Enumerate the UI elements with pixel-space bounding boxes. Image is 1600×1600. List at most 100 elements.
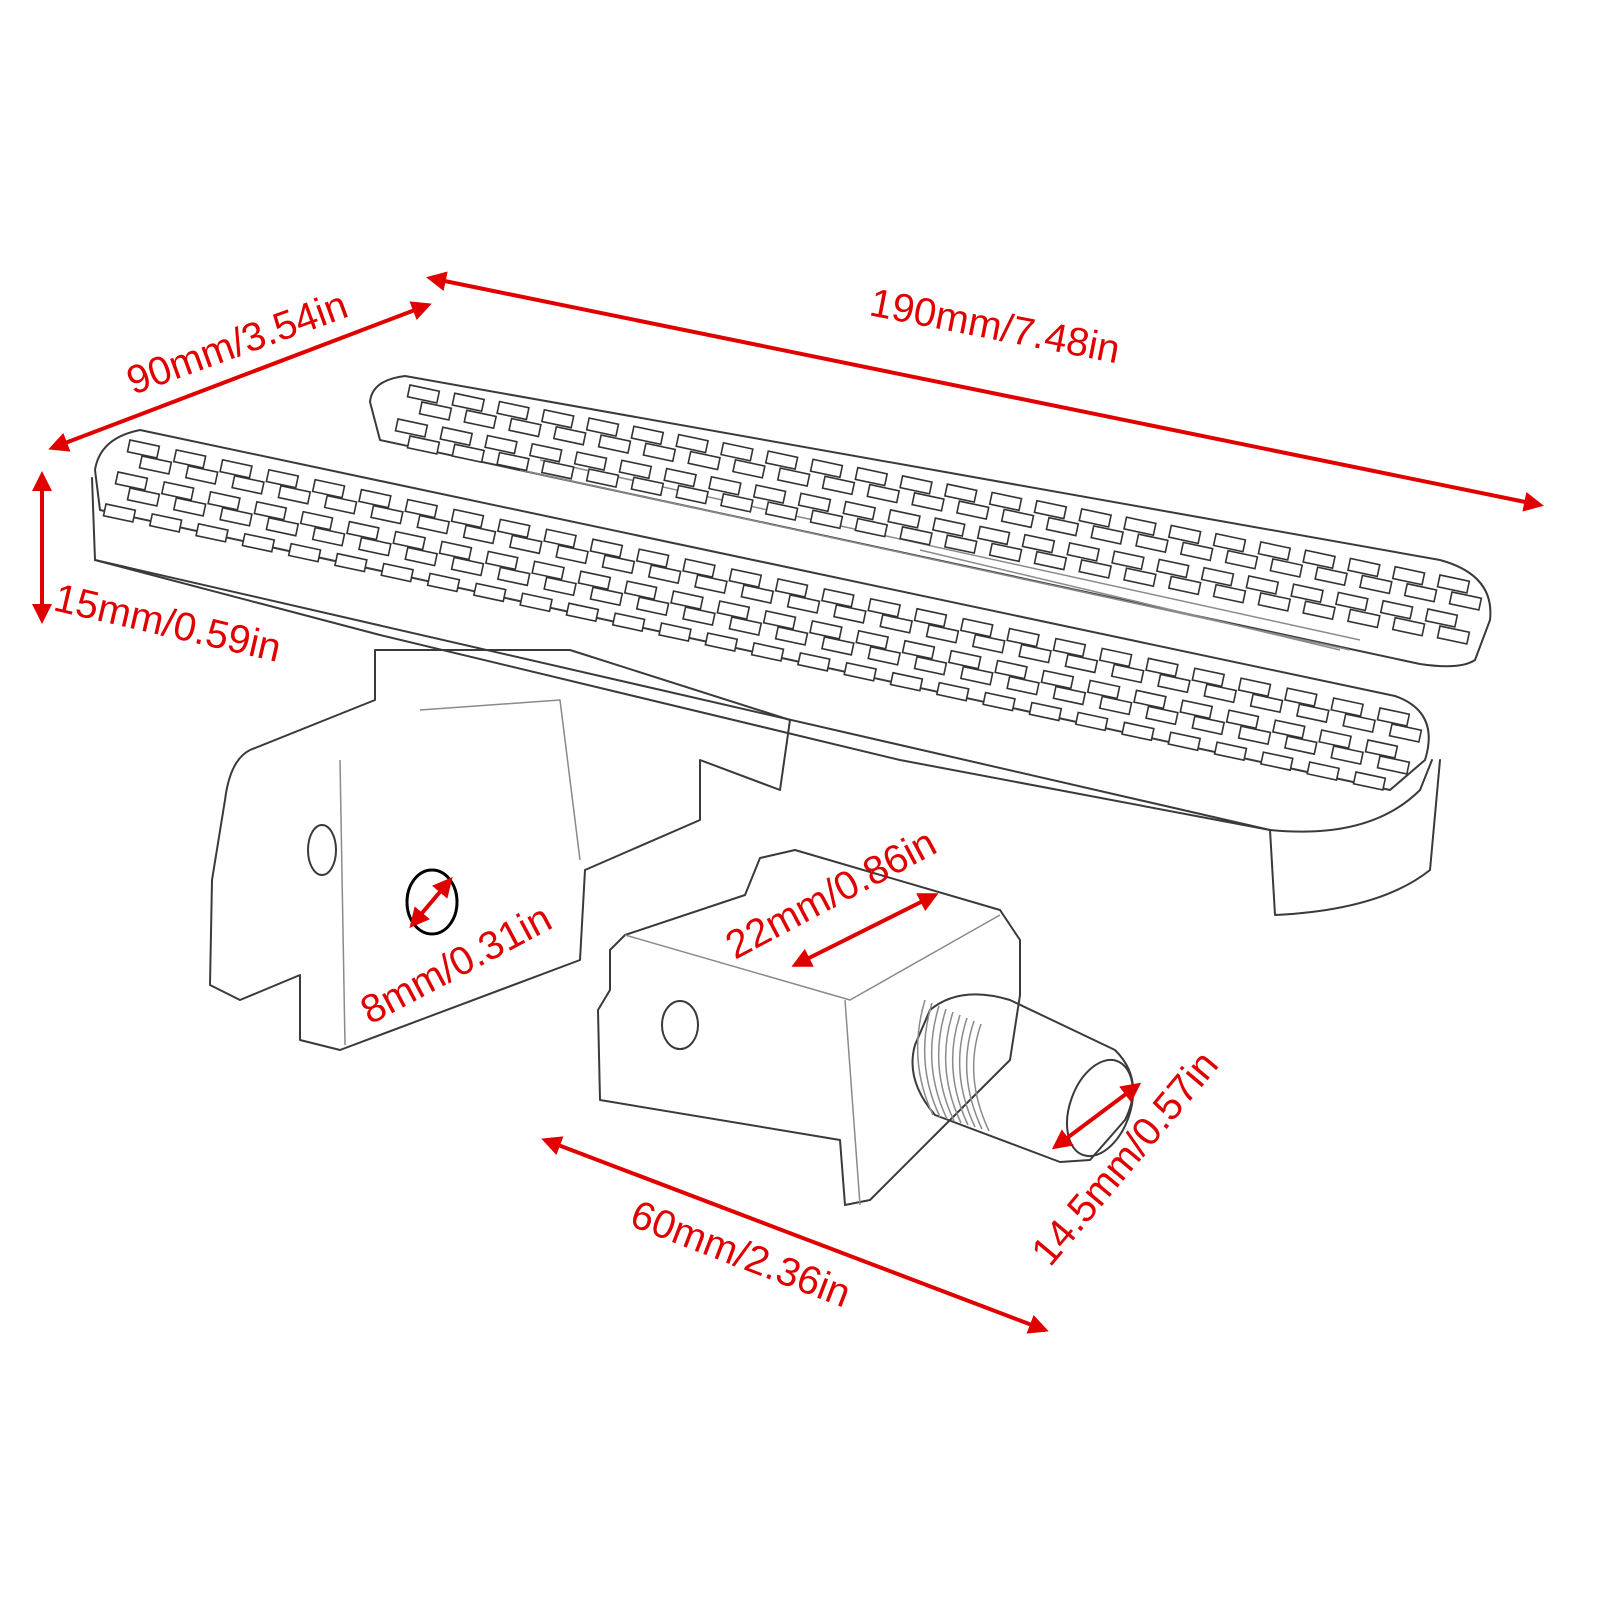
tread-block	[682, 558, 716, 579]
bracket-hole-outer	[307, 824, 337, 876]
tread-block	[1358, 574, 1393, 595]
tread-block	[508, 417, 542, 438]
tread-block	[1167, 575, 1202, 596]
tread-block	[1045, 516, 1080, 537]
tread-block	[959, 617, 994, 638]
tread-block	[1376, 707, 1411, 727]
tread-block	[394, 418, 429, 438]
tread-block	[1000, 508, 1035, 529]
tread-block	[160, 480, 195, 501]
tread-block	[1295, 703, 1330, 724]
tread-block	[764, 450, 799, 471]
tread-block	[682, 606, 716, 627]
tread-block	[971, 633, 1006, 654]
tread-block	[1283, 687, 1318, 708]
tread-block	[911, 491, 945, 512]
tread-block	[1290, 583, 1324, 604]
tread-block	[797, 651, 831, 672]
shaft-diameter-arrow	[1051, 1082, 1142, 1150]
tread-block	[126, 439, 161, 459]
tread-block	[635, 596, 670, 617]
tread-block	[334, 552, 368, 573]
bracket-inner-edge	[339, 699, 581, 1046]
tread-block	[708, 475, 742, 496]
tread-block	[426, 572, 461, 593]
tread-block	[543, 576, 577, 597]
tread-block	[496, 400, 530, 421]
dimension-annotations: 90mm/3.54in 190mm/7.48in 15mm/0.59in 8mm…	[32, 271, 1544, 1334]
tread-block	[1078, 507, 1113, 528]
tread-block	[943, 534, 978, 555]
tread-block	[611, 612, 646, 633]
tread-block	[1123, 516, 1157, 537]
tread-block	[406, 435, 441, 455]
tread-block	[752, 484, 787, 505]
tread-block	[774, 578, 809, 598]
tread-block	[573, 451, 608, 471]
tread-block	[311, 478, 346, 499]
tread-block	[172, 496, 207, 517]
tread-block	[976, 525, 1011, 546]
tread-block	[1379, 599, 1414, 620]
tread-block	[577, 570, 612, 591]
tread-block	[750, 642, 785, 662]
tread-block	[786, 594, 821, 614]
tread-block	[1064, 653, 1099, 674]
tread-block	[670, 590, 704, 611]
tread-block	[1191, 667, 1226, 688]
tread-block	[1364, 739, 1399, 759]
tread-block	[589, 586, 624, 607]
tread-block	[496, 518, 531, 539]
tread-block	[1133, 689, 1167, 710]
tread-block	[346, 520, 380, 541]
tread-block	[219, 458, 253, 479]
shaft-thread-lines	[916, 999, 990, 1132]
tread-block	[720, 492, 754, 513]
tread-block	[879, 613, 914, 634]
tread-block	[1078, 558, 1113, 579]
tread-block	[1145, 657, 1179, 678]
tread-block	[1066, 541, 1101, 562]
tread-block	[265, 468, 300, 489]
tread-block	[687, 450, 721, 471]
mount-width-arrow	[791, 893, 939, 967]
tread-block	[925, 623, 960, 644]
thread-line	[930, 1005, 948, 1120]
tread-block	[102, 503, 137, 523]
tread-block	[1040, 669, 1075, 690]
tread-block	[1436, 574, 1471, 594]
tread-block	[1283, 735, 1318, 756]
tread-block	[585, 468, 620, 488]
tread-block	[265, 516, 300, 537]
tread-block	[1314, 566, 1348, 587]
tread-block	[1121, 721, 1155, 742]
tread-block	[543, 528, 577, 549]
tread-block	[774, 626, 809, 646]
length-label: 190mm/7.48in	[866, 281, 1123, 373]
tread-block	[854, 466, 889, 487]
tread-block	[663, 467, 697, 488]
tread-block	[219, 506, 253, 527]
width-label: 90mm/3.54in	[121, 283, 353, 403]
tread-block	[1257, 592, 1292, 612]
tread-block	[630, 476, 665, 497]
tread-block	[899, 474, 933, 495]
tread-block	[889, 671, 924, 692]
tread-block	[496, 451, 530, 472]
tread-block	[195, 522, 229, 543]
tread-block	[207, 490, 241, 511]
tread-block	[1330, 745, 1364, 765]
thread-line	[944, 1011, 962, 1124]
tread-block	[1145, 705, 1179, 726]
tread-block	[528, 442, 563, 463]
tread-block	[1346, 557, 1381, 578]
tread-block	[404, 498, 439, 519]
thread-line	[965, 1020, 983, 1130]
tread-block	[299, 510, 334, 531]
tread-block	[1110, 663, 1145, 684]
tread-block	[1090, 524, 1125, 545]
tread-block	[1302, 549, 1336, 570]
tread-block	[867, 645, 902, 666]
